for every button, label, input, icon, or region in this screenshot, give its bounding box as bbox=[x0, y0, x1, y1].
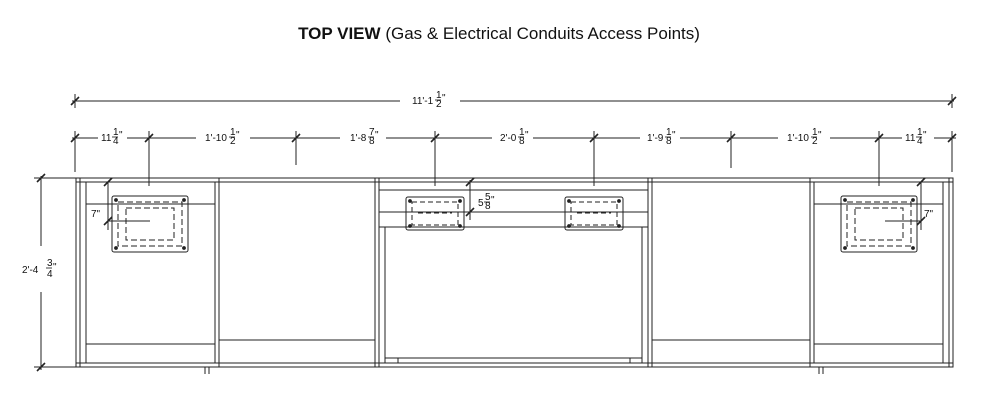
left-offset-dimension bbox=[103, 177, 150, 230]
svg-text:4: 4 bbox=[47, 269, 53, 280]
svg-text:1: 1 bbox=[436, 90, 442, 101]
svg-text:": " bbox=[53, 262, 57, 273]
label-segment-7: 11 1 4 " bbox=[905, 127, 927, 147]
svg-text:": " bbox=[236, 130, 240, 141]
access-point-left bbox=[111, 195, 189, 253]
svg-text:2: 2 bbox=[436, 99, 442, 110]
svg-text:5: 5 bbox=[478, 198, 484, 209]
label-segment-5: 1'-9 1 8 " bbox=[647, 127, 676, 147]
svg-text:1'-10: 1'-10 bbox=[205, 133, 227, 144]
svg-text:1: 1 bbox=[230, 127, 236, 138]
svg-text:8: 8 bbox=[485, 201, 491, 212]
svg-text:": " bbox=[818, 130, 822, 141]
svg-text:1: 1 bbox=[812, 127, 818, 138]
svg-text:8: 8 bbox=[369, 136, 375, 147]
svg-text:1'-10: 1'-10 bbox=[787, 133, 809, 144]
title-rest: (Gas & Electrical Conduits Access Points… bbox=[385, 24, 700, 43]
right-offset-dimension bbox=[885, 177, 926, 230]
svg-text:": " bbox=[672, 130, 676, 141]
svg-text:4: 4 bbox=[113, 136, 119, 147]
svg-text:7: 7 bbox=[369, 127, 375, 138]
label-center-offset: 5 5 8 " bbox=[478, 192, 495, 212]
svg-text:": " bbox=[442, 93, 446, 104]
title-bold: TOP VIEW bbox=[298, 24, 381, 43]
label-segment-2: 1'-10 1 2 " bbox=[205, 127, 240, 147]
svg-text:": " bbox=[525, 130, 529, 141]
svg-text:1: 1 bbox=[666, 127, 672, 138]
svg-text:8: 8 bbox=[519, 136, 525, 147]
svg-text:5: 5 bbox=[485, 192, 491, 203]
label-depth: 2'-4 3 4 " bbox=[22, 258, 57, 280]
svg-text:1'-9: 1'-9 bbox=[647, 133, 664, 144]
svg-text:2'-0: 2'-0 bbox=[500, 133, 517, 144]
segment-dimension-line bbox=[70, 131, 957, 186]
svg-text:1: 1 bbox=[519, 127, 525, 138]
svg-text:2'-4: 2'-4 bbox=[22, 265, 39, 276]
access-point-center-left bbox=[405, 196, 465, 231]
svg-text:2: 2 bbox=[812, 136, 818, 147]
svg-text:11: 11 bbox=[101, 133, 112, 144]
svg-text:8: 8 bbox=[666, 136, 672, 147]
access-point-center-right bbox=[564, 196, 624, 231]
label-segment-4: 2'-0 1 8 " bbox=[500, 127, 529, 147]
drawing-title: TOP VIEW (Gas & Electrical Conduits Acce… bbox=[0, 24, 998, 44]
svg-text:": " bbox=[375, 130, 379, 141]
svg-text:1: 1 bbox=[113, 127, 119, 138]
svg-text:11: 11 bbox=[905, 133, 916, 144]
label-segment-6: 1'-10 1 2 " bbox=[787, 127, 822, 147]
center-offset-dimension bbox=[465, 177, 475, 220]
svg-text:3: 3 bbox=[47, 258, 53, 269]
depth-dimension-line bbox=[34, 173, 80, 372]
left-module bbox=[85, 178, 220, 374]
overall-dimension-line bbox=[70, 94, 957, 108]
svg-text:4: 4 bbox=[917, 136, 923, 147]
label-right-offset: 7" bbox=[924, 209, 934, 220]
svg-text:11'-1: 11'-1 bbox=[412, 96, 434, 107]
label-segment-3: 1'-8 7 8 " bbox=[350, 127, 379, 147]
svg-text:": " bbox=[119, 130, 123, 141]
label-overall-width: 11'-1 1 2 " bbox=[412, 90, 446, 110]
svg-text:": " bbox=[491, 195, 495, 206]
svg-text:": " bbox=[923, 130, 927, 141]
svg-text:2: 2 bbox=[230, 136, 236, 147]
right-module bbox=[809, 178, 944, 374]
center-module bbox=[374, 178, 653, 367]
label-segment-1: 11 1 4 " bbox=[101, 127, 123, 147]
svg-text:1'-8: 1'-8 bbox=[350, 133, 367, 144]
svg-text:1: 1 bbox=[917, 127, 923, 138]
label-left-offset: 7" bbox=[91, 209, 101, 220]
cabinet-outline bbox=[75, 177, 954, 368]
